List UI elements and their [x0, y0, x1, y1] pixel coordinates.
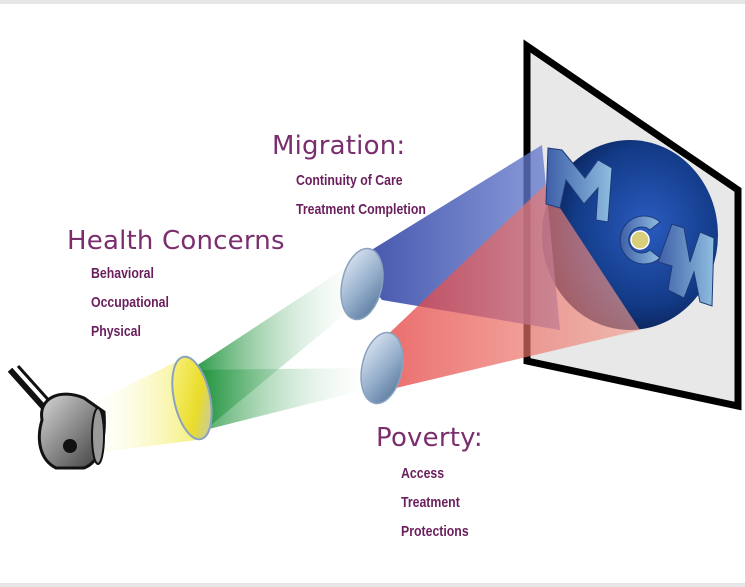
list-item: Treatment: [401, 494, 460, 511]
health-concerns-list: Behavioral Occupational Physical: [91, 259, 169, 346]
mcn-logo: [545, 147, 715, 307]
list-item: Treatment Completion: [296, 201, 426, 218]
poverty-list: Access Treatment Protections: [401, 459, 469, 546]
bottom-divider: [0, 583, 745, 587]
logo-globe: [630, 230, 650, 250]
poverty-title: Poverty:: [376, 423, 483, 453]
logo-letter-c: [619, 215, 661, 265]
health-concerns-title: Health Concerns: [67, 226, 285, 256]
migration-list: Continuity of Care Treatment Completion: [296, 166, 426, 224]
poverty-beam: [380, 185, 640, 388]
list-item: Access: [401, 465, 445, 482]
logo-letter-n: [657, 223, 715, 307]
list-item: Behavioral: [91, 265, 154, 282]
migration-title: Migration:: [272, 131, 406, 161]
source-beam: [88, 358, 196, 452]
lamp-icon: [7, 364, 106, 470]
health-beam-lower: [190, 368, 372, 430]
list-item: Continuity of Care: [296, 172, 403, 189]
migration-lens: [340, 247, 384, 321]
poverty-lens: [360, 331, 404, 405]
list-item: Physical: [91, 323, 141, 340]
list-item: Protections: [401, 523, 469, 540]
logo-letter-m: [545, 147, 613, 223]
top-divider: [0, 0, 745, 4]
list-item: Occupational: [91, 294, 169, 311]
health-lens: [171, 355, 213, 441]
